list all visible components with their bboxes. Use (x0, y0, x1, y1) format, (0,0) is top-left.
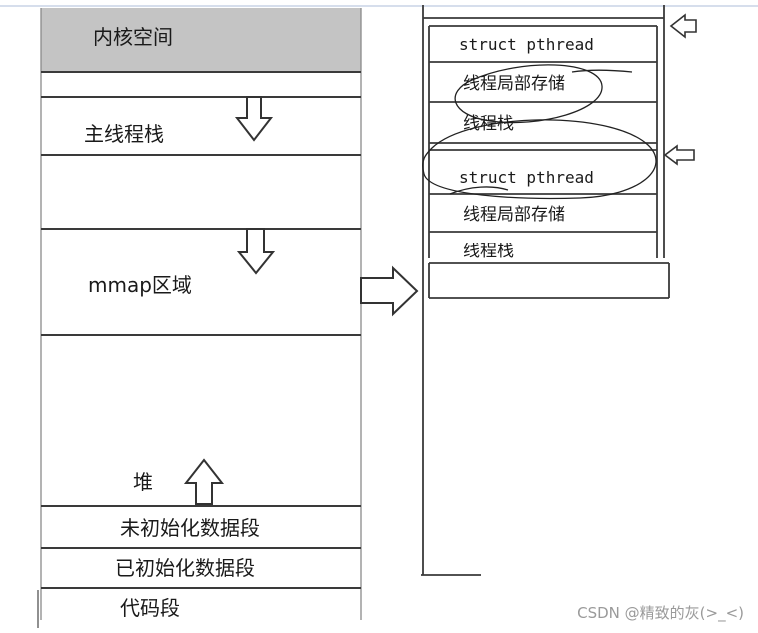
stack-grow-down-arrow-icon (234, 96, 274, 142)
kernel-space-fill (41, 8, 361, 72)
kernel-space-label: 内核空间 (93, 25, 173, 49)
code-segment-label: 代码段 (120, 596, 180, 620)
left-column-dividers (41, 71, 361, 589)
block1-struct-pthread-label: struct pthread (459, 35, 594, 54)
mmap-to-threads-arrow-icon (360, 265, 419, 317)
right-column-frame (421, 5, 670, 576)
pointer-arrow-2-icon (663, 144, 695, 166)
hand-sketch-annotations (422, 64, 657, 200)
pointer-arrow-1-icon (669, 13, 697, 39)
watermark: CSDN @精致的灰(>_<) (577, 604, 744, 622)
heap-label: 堆 (133, 470, 153, 494)
mmap-grow-down-arrow-icon (236, 228, 276, 275)
block2-thread-stack-label: 线程栈 (463, 243, 514, 258)
block2-tls-label: 线程局部存储 (463, 205, 565, 225)
block1-tls-label: 线程局部存储 (463, 74, 565, 94)
main-thread-stack-label: 主线程栈 (84, 122, 164, 146)
bss-segment-label: 未初始化数据段 (120, 516, 260, 540)
block1-thread-stack-label: 线程栈 (463, 114, 514, 134)
mmap-region-label: mmap区域 (88, 273, 192, 297)
data-segment-label: 已初始化数据段 (115, 556, 255, 580)
block2-struct-pthread-label: struct pthread (459, 168, 594, 187)
heap-grow-up-arrow-icon (183, 458, 225, 505)
